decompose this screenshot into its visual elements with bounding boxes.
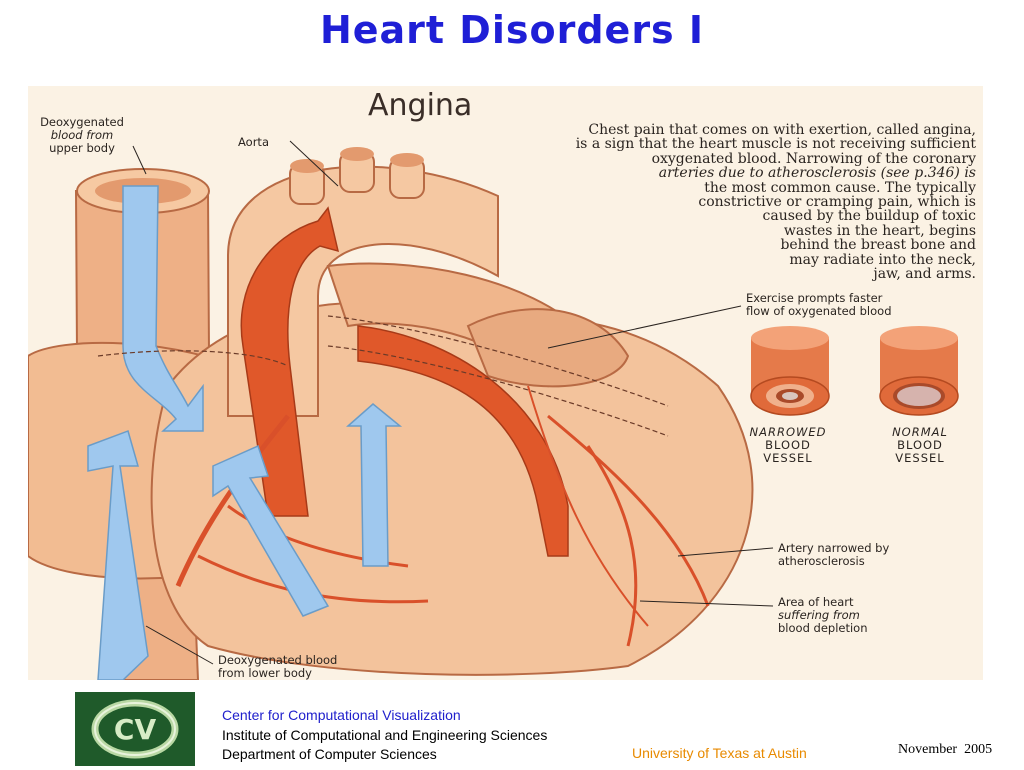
- normal-vessel-section: [879, 326, 959, 416]
- label-line: suffering from: [778, 608, 860, 622]
- caption-line: constrictive or cramping pain, which is: [698, 194, 976, 211]
- caption-line: may radiate into the neck,: [789, 251, 976, 268]
- label-line: NORMAL: [892, 425, 948, 439]
- label-line: flow of oxygenated blood: [746, 304, 892, 318]
- caption-line: is a sign that the heart muscle is not r…: [575, 136, 976, 153]
- label-deoxy-lower: Deoxygenated blood from lower body: [218, 654, 337, 680]
- label-line: Artery narrowed by: [778, 541, 890, 555]
- slide-title: Heart Disorders I: [319, 8, 705, 52]
- footer-affiliations: Center for Computational Visualization I…: [222, 706, 547, 765]
- label-line: NARROWED: [749, 425, 827, 439]
- footer-date: November 2005: [898, 742, 993, 757]
- ccv-logo: CV: [75, 692, 195, 766]
- label-line: Area of heart: [778, 595, 854, 609]
- caption-line: behind the breast bone and: [780, 237, 976, 254]
- label-line: BLOOD: [897, 438, 943, 452]
- label-line: Exercise prompts faster: [746, 291, 883, 305]
- label-normal-vessel: NORMAL BLOOD VESSEL: [860, 426, 980, 465]
- logo-text: CV: [114, 713, 157, 746]
- label-area-depletion: Area of heart suffering from blood deple…: [778, 596, 868, 635]
- footer-center-name: Center for Computational Visualization: [222, 707, 461, 723]
- label-artery-narrowed: Artery narrowed by atherosclerosis: [778, 542, 889, 568]
- label-line: atherosclerosis: [778, 554, 865, 568]
- label-line: Deoxygenated: [40, 115, 124, 129]
- figure-heading: Angina: [368, 88, 473, 123]
- label-line: upper body: [49, 141, 115, 155]
- label-exercise: Exercise prompts faster flow of oxygenat…: [746, 292, 892, 318]
- caption-line: jaw, and arms.: [873, 266, 976, 283]
- label-line: blood from: [50, 128, 114, 142]
- heart-illustration: [28, 140, 959, 680]
- caption-line: the most common cause. The typically: [704, 179, 976, 196]
- figure-caption: Chest pain that comes on with exertion, …: [358, 122, 976, 283]
- caption-line: oxygenated blood. Narrowing of the coron…: [651, 150, 976, 167]
- label-line: Deoxygenated blood: [218, 653, 338, 667]
- ccv-logo-icon: CV: [75, 692, 195, 766]
- caption-line: caused by the buildup of toxic: [762, 208, 976, 225]
- label-line: VESSEL: [763, 451, 813, 465]
- caption-line: wastes in the heart, begins: [783, 222, 976, 239]
- footer-department: Department of Computer Sciences: [222, 746, 437, 762]
- label-deoxy-upper: Deoxygenated blood from upper body: [32, 116, 132, 155]
- label-line: blood depletion: [778, 621, 868, 635]
- caption-line: arteries due to atherosclerosis (see p.3…: [658, 165, 976, 182]
- label-line: BLOOD: [765, 438, 811, 452]
- label-aorta: Aorta: [238, 135, 269, 149]
- heart-angina-figure: Angina Chest pain that comes on with exe…: [28, 86, 983, 680]
- narrowed-vessel-section: [750, 326, 830, 416]
- footer-institute: Institute of Computational and Engineeri…: [222, 726, 548, 743]
- caption-line: Chest pain that comes on with exertion, …: [588, 122, 976, 138]
- footer-university: University of Texas at Austin: [632, 745, 807, 761]
- label-line: from lower body: [218, 666, 312, 680]
- label-line: VESSEL: [895, 451, 945, 465]
- label-narrowed-vessel: NARROWED BLOOD VESSEL: [728, 426, 848, 465]
